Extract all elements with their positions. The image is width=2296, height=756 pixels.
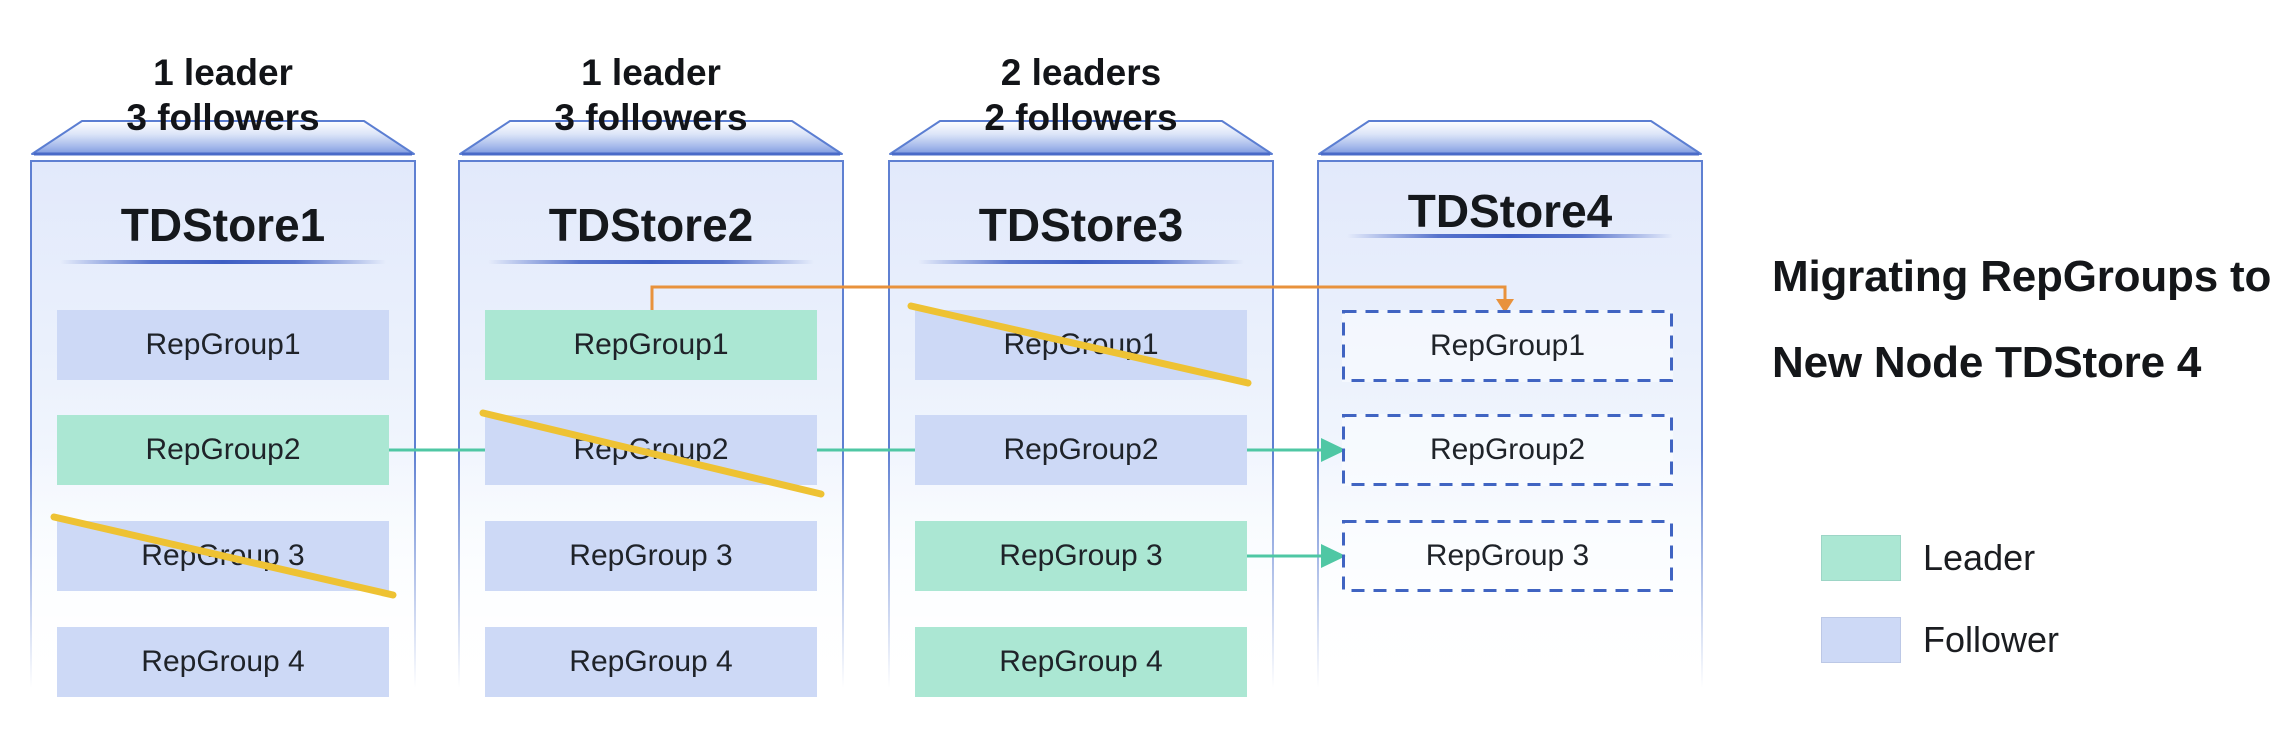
tdstore2-repgroup1: RepGroup1 xyxy=(485,310,817,380)
tdstore3-repgroup3: RepGroup 3 xyxy=(915,521,1247,591)
node-roof xyxy=(889,120,1273,156)
tdstore1-repgroup4: RepGroup 4 xyxy=(57,627,389,697)
node-title: TDStore1 xyxy=(120,199,326,251)
tdstore2-repgroup2: RepGroup2 xyxy=(485,415,817,485)
node-divider xyxy=(1347,234,1673,238)
diagram-caption: Migrating RepGroups to New Node TDStore … xyxy=(1772,234,2271,406)
tdstore4-repgroup1-planned: RepGroup1 xyxy=(1342,310,1673,382)
caption-line-2: New Node TDStore 4 xyxy=(1772,338,2202,387)
node-roof xyxy=(31,120,415,156)
caption-line-1: Migrating RepGroups to xyxy=(1772,252,2272,301)
header-line: 1 leader xyxy=(153,52,293,93)
header-line: 2 followers xyxy=(984,97,1178,138)
header-line: 2 leaders xyxy=(1000,52,1162,93)
node-divider xyxy=(488,260,814,264)
tdstore1-repgroup3: RepGroup 3 xyxy=(57,521,389,591)
node-divider xyxy=(918,260,1244,264)
legend-label: Leader xyxy=(1923,537,2036,578)
tdstore1-repgroup1: RepGroup1 xyxy=(57,310,389,380)
tdstore3-repgroup2: RepGroup2 xyxy=(915,415,1247,485)
tdstore2-repgroup3: RepGroup 3 xyxy=(485,521,817,591)
tdstore3-repgroup1: RepGroup1 xyxy=(915,310,1247,380)
legend-item-follower: Follower xyxy=(1821,617,2059,663)
node-roof xyxy=(1318,120,1702,156)
node-tdstore2-header: 1 leader 3 followers xyxy=(458,50,844,140)
node-title: TDStore4 xyxy=(1407,185,1613,237)
header-line: 3 followers xyxy=(126,97,320,138)
tdstore3-repgroup4: RepGroup 4 xyxy=(915,627,1247,697)
header-line: 1 leader xyxy=(581,52,721,93)
node-title: TDStore2 xyxy=(548,199,754,251)
leader-color-swatch xyxy=(1821,535,1901,581)
tdstore2-repgroup4: RepGroup 4 xyxy=(485,627,817,697)
legend-item-leader: Leader xyxy=(1821,535,2035,581)
tdstore1-repgroup2: RepGroup2 xyxy=(57,415,389,485)
tdstore4-repgroup3-planned: RepGroup 3 xyxy=(1342,520,1673,592)
node-roof xyxy=(459,120,843,156)
node-divider xyxy=(60,260,386,264)
legend-label: Follower xyxy=(1923,619,2060,660)
tdstore4-repgroup2-planned: RepGroup2 xyxy=(1342,414,1673,486)
node-tdstore3-header: 2 leaders 2 followers xyxy=(888,50,1274,140)
follower-color-swatch xyxy=(1821,617,1901,663)
node-title: TDStore3 xyxy=(978,199,1184,251)
header-line: 3 followers xyxy=(554,97,748,138)
node-tdstore1-header: 1 leader 3 followers xyxy=(30,50,416,140)
